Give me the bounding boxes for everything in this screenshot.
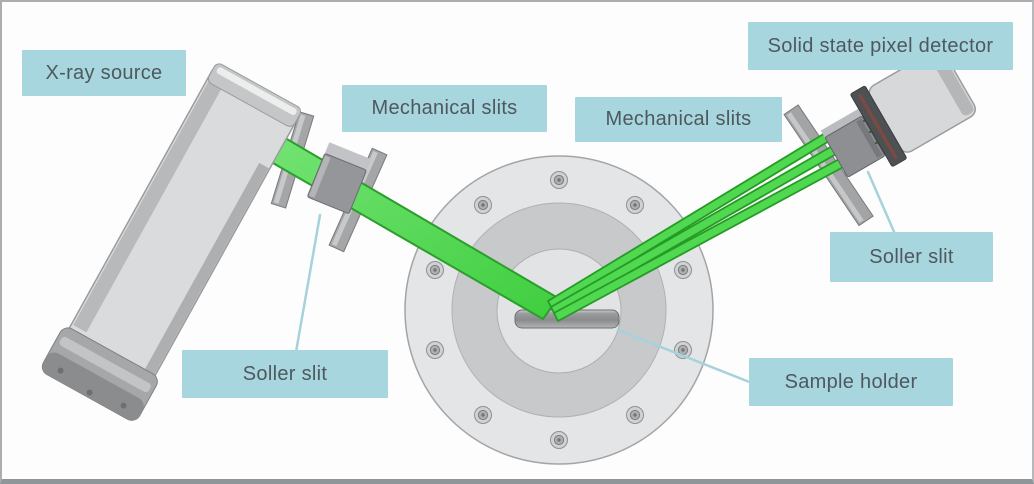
label-mechanical-slits-right: Mechanical slits [575,97,782,142]
leader-line-sample-holder [616,328,754,385]
label-mechanical-slits-left: Mechanical slits [342,85,547,132]
label-solid-state-pixel-detector: Solid state pixel detector [748,22,1013,70]
bolt [474,196,492,214]
stage-bolts [426,171,692,449]
label-soller-slit-right: Soller slit [830,232,993,282]
bolt [626,196,644,214]
bolt [674,261,692,279]
label-xray-source: X-ray source [22,50,186,96]
source-bottom-highlight [59,336,151,393]
source-top-highlight [216,67,297,115]
leader-lines [294,170,897,385]
source-edge-shade [144,162,269,375]
detector-sensor-window [857,93,898,160]
xray-source-housing [41,63,302,421]
soller-slit-box-left [307,142,372,214]
cap-bolt [86,389,93,396]
soller-right-top-face [820,109,865,141]
cap-bolt [120,402,127,409]
leader-line-soller-right [866,170,897,236]
bolt [474,406,492,424]
bolt [550,171,568,189]
label-sample-holder: Sample holder [749,358,953,406]
bolt [626,406,644,424]
soller-left-top-face [324,142,372,173]
source-side-shade [73,74,226,333]
soller-left-highlight [308,155,331,198]
cap-bolt [57,367,64,374]
leader-line-soller-left [294,213,322,354]
source-bottom-shade [42,352,144,421]
label-soller-slit-left: Soller slit [182,350,388,398]
pixel-detector [850,49,976,167]
bolt [426,341,444,359]
bolt [426,261,444,279]
soller-right-shade [856,118,883,159]
diffracted-xray-beams [547,123,861,322]
bolt [550,431,568,449]
